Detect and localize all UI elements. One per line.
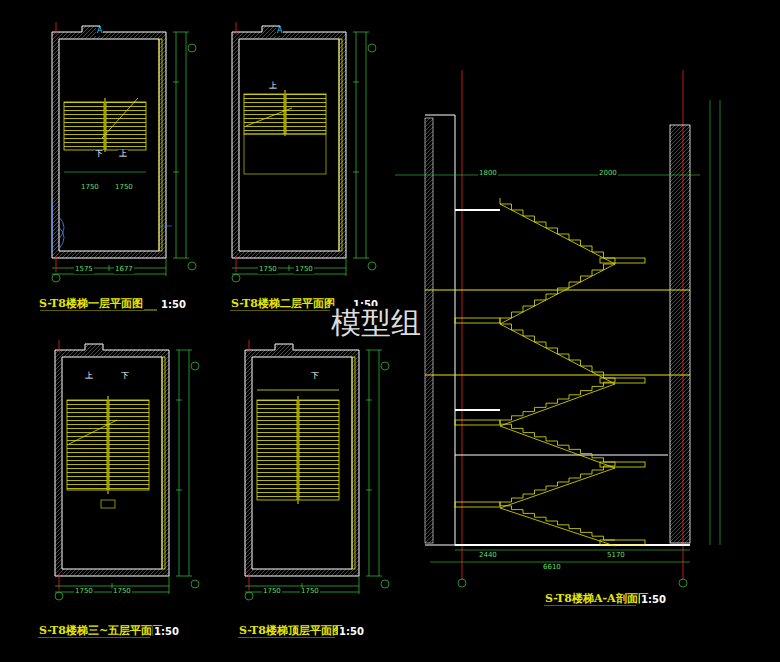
- stair-landing: [600, 258, 645, 263]
- stair-slab: [500, 384, 615, 426]
- stair-flight: [500, 462, 615, 502]
- section-mark: A: [276, 27, 283, 36]
- dimension-text: 1750: [294, 266, 314, 274]
- stair-landing: [455, 502, 500, 507]
- direction-text: 上: [84, 372, 94, 381]
- stair-slab: [500, 324, 615, 384]
- dimension-text: 1750: [74, 588, 94, 596]
- scale-note: 1:50: [640, 594, 667, 605]
- stair-flight: [500, 258, 615, 318]
- dimension-text: 1750: [262, 588, 282, 596]
- drawing-title: S-T8楼梯A-A剖面图: [544, 593, 650, 605]
- dimension-text: 2000: [598, 170, 618, 178]
- stair-landing: [455, 420, 500, 425]
- floor-plan-top: [245, 340, 389, 600]
- direction-text: 下: [94, 150, 104, 159]
- direction-text: 下: [120, 372, 130, 381]
- stair-flight: [500, 502, 615, 540]
- drawing-title: S-T8楼梯顶层平面图: [238, 625, 344, 637]
- floor-plan-1: [52, 22, 196, 282]
- dimension-text: 1575: [74, 266, 94, 274]
- direction-text: 上: [268, 82, 278, 91]
- scale-note: 1:50: [153, 626, 180, 637]
- scale-note: 1:50: [338, 626, 365, 637]
- stair-landing: [455, 318, 500, 323]
- dimension-text: 1800: [478, 170, 498, 178]
- stair-section: [395, 70, 720, 587]
- drawing-title: S-T8楼梯三~五层平面图: [38, 625, 164, 637]
- scale-note: 1:50: [160, 299, 187, 310]
- dimension-text: 1750: [80, 184, 100, 192]
- stair-slab: [500, 426, 615, 468]
- floor-plan-2: [232, 22, 376, 282]
- direction-text: 上: [118, 150, 128, 159]
- stair-flight: [500, 378, 615, 420]
- stair-slab: [500, 204, 615, 264]
- drawing-title: S-T8楼梯一层平面图: [38, 298, 144, 310]
- dimension-text: 5170: [606, 552, 626, 560]
- direction-text: 下: [310, 372, 320, 381]
- dimension-text: 1750: [300, 588, 320, 596]
- dimension-text: 2440: [478, 552, 498, 560]
- watermark: 模型组: [330, 306, 422, 339]
- dimension-text: 1750: [112, 588, 132, 596]
- dimension-text: 1750: [114, 184, 134, 192]
- stair-slab: [500, 508, 615, 546]
- stair-landing: [600, 540, 645, 545]
- stair-slab: [500, 468, 615, 508]
- drawing-title: S-T8楼梯二层平面图: [230, 298, 336, 310]
- stair-flight: [500, 420, 615, 462]
- stair-flight: [500, 198, 615, 258]
- section-mark: A: [96, 27, 103, 36]
- dimension-text: 1677: [114, 266, 134, 274]
- dimension-text: 1750: [258, 266, 278, 274]
- floor-plan-3: [55, 340, 199, 600]
- stair-slab: [500, 264, 615, 324]
- dimension-text: 6610: [542, 564, 562, 572]
- stair-flight: [500, 318, 615, 378]
